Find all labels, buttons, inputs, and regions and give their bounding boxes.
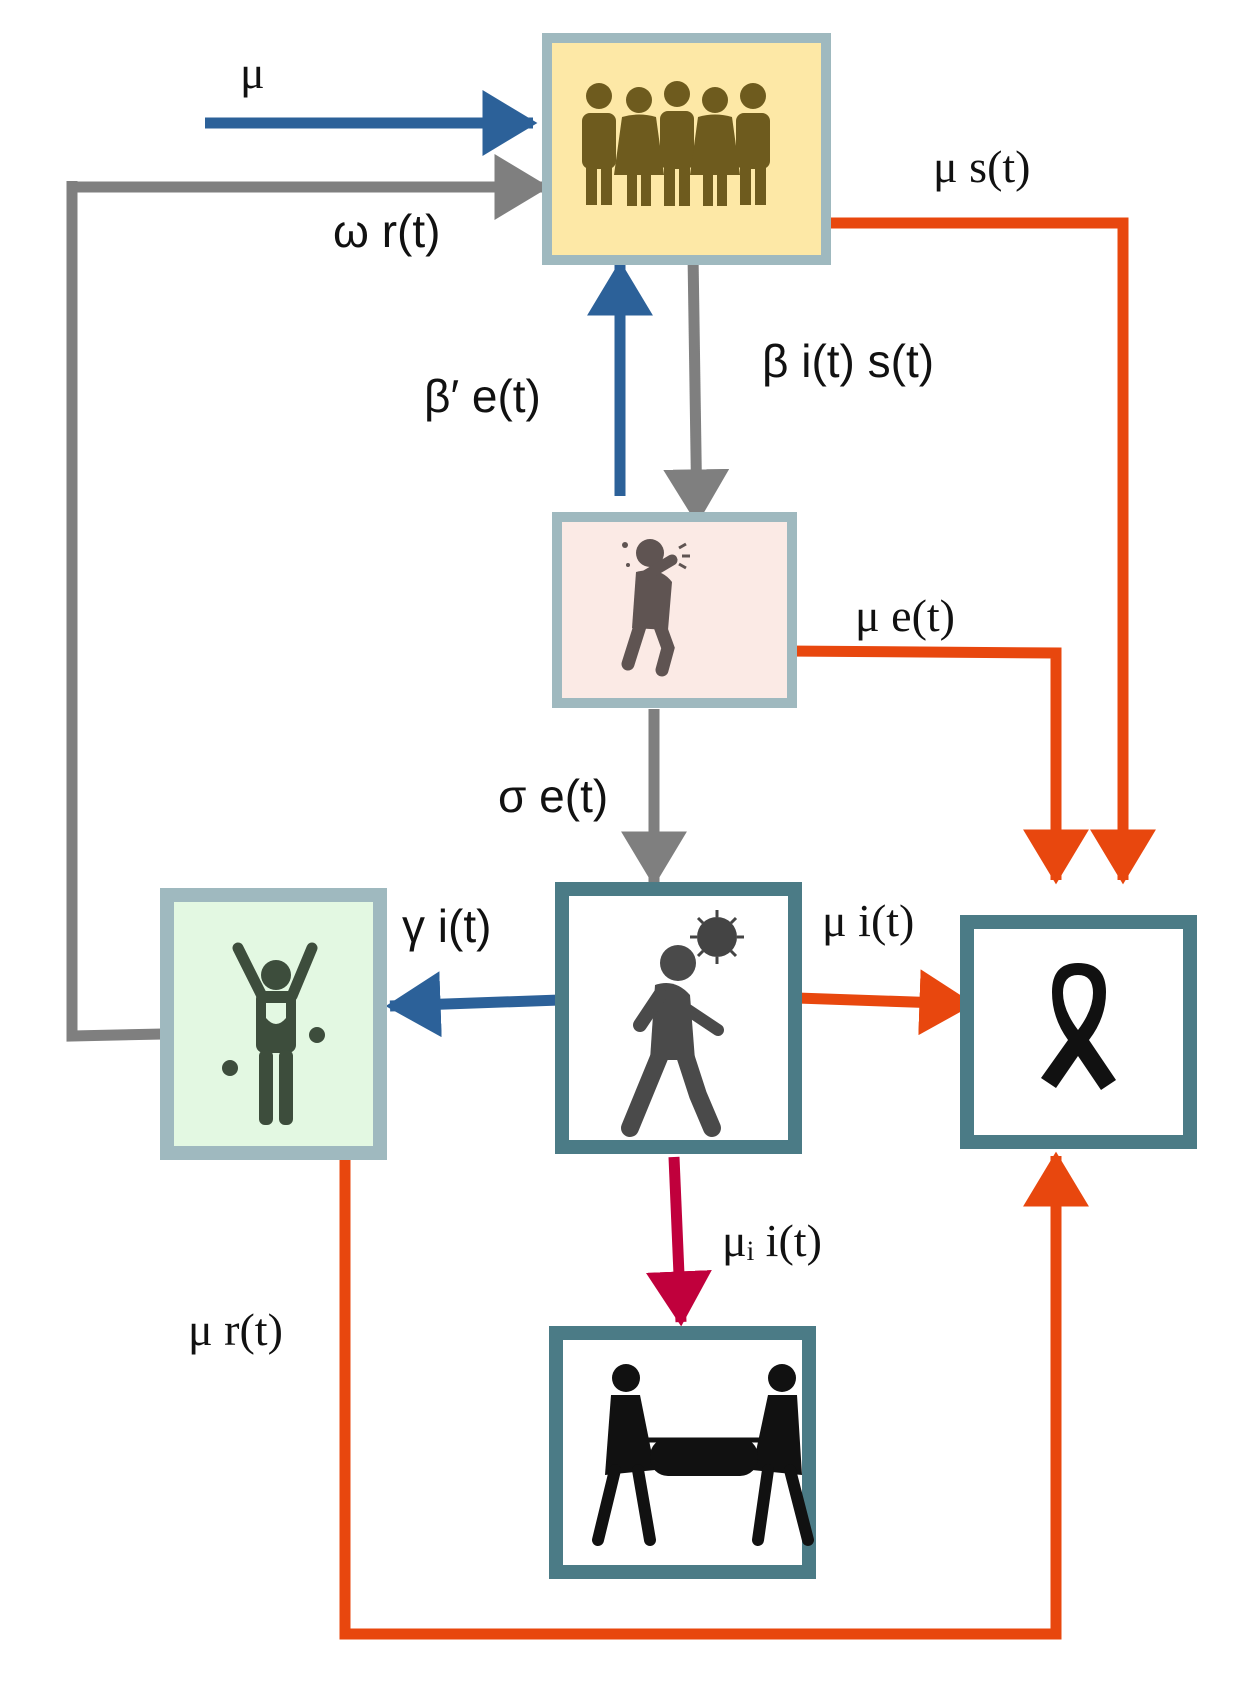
label-death-e: μ e(t)	[855, 590, 955, 641]
disease-death-box	[549, 1326, 816, 1579]
label-infection: β i(t) s(t)	[762, 335, 934, 387]
death-r-arrow	[339, 1151, 1089, 1640]
infected-box	[555, 882, 802, 1154]
exposed-box	[552, 512, 797, 708]
label-birth: μ	[240, 47, 265, 98]
infection-arrow	[663, 253, 730, 525]
immune-person-icon	[222, 942, 325, 1125]
susceptible-box	[542, 33, 831, 265]
label-progression: σ e(t)	[498, 770, 608, 822]
death-e-arrow	[784, 645, 1089, 885]
recovery-arrow	[385, 971, 561, 1038]
label-death-s: μ s(t)	[933, 141, 1030, 192]
death-s-arrow	[815, 217, 1156, 885]
label-recovery: γ i(t)	[402, 900, 491, 952]
label-disease-death: μᵢ i(t)	[722, 1215, 822, 1266]
mourning-ribbon-icon	[1041, 963, 1116, 1090]
body-carriers-icon	[592, 1364, 814, 1546]
virus-walking-person-icon	[621, 910, 744, 1137]
coughing-person-icon	[621, 539, 690, 677]
death-box	[960, 915, 1197, 1149]
label-death-i: μ i(t)	[822, 895, 914, 946]
death-i-arrow	[796, 969, 975, 1036]
label-return-e: β′ e(t)	[424, 370, 541, 422]
waning-line	[66, 181, 164, 1042]
recovered-box	[160, 888, 387, 1160]
label-death-r: μ r(t)	[188, 1304, 283, 1355]
disease-death-arrow	[645, 1156, 712, 1327]
label-waning: ω r(t)	[333, 205, 440, 257]
crowd-icon	[582, 81, 770, 206]
